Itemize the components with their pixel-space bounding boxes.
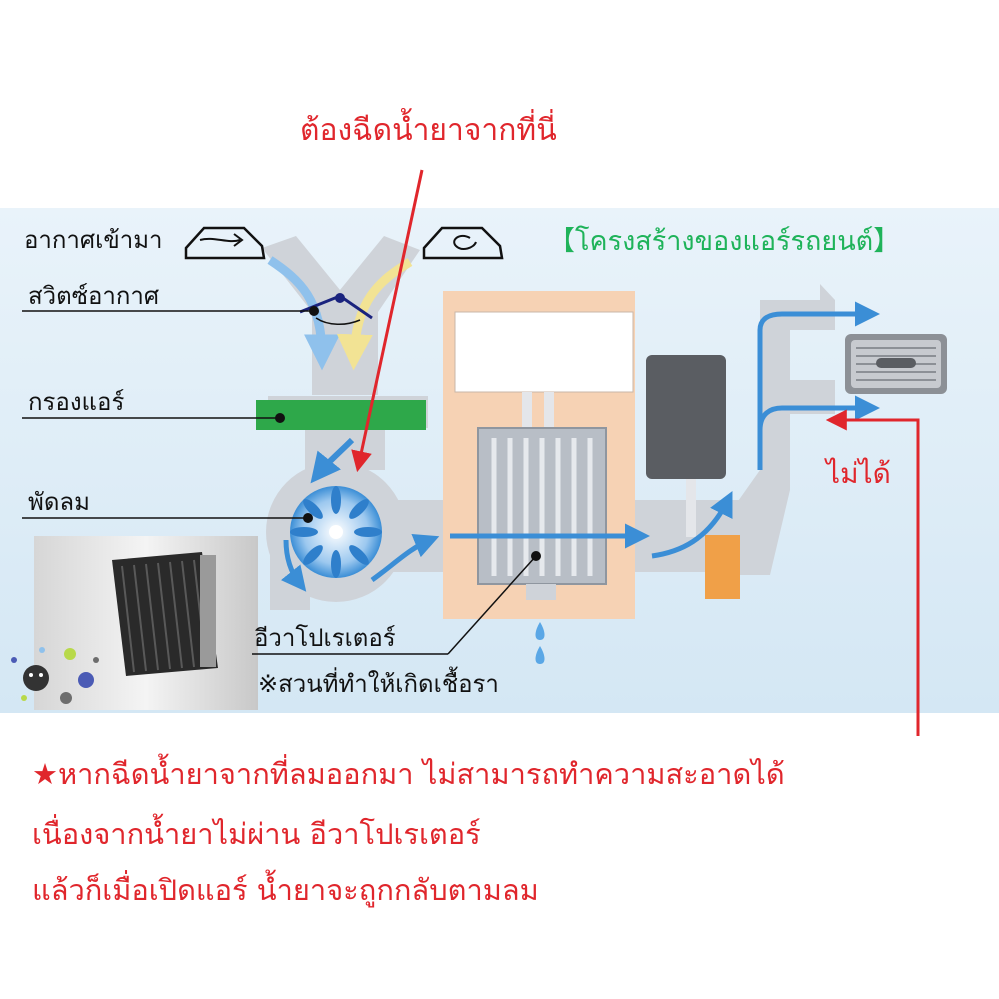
label-leader-lines — [22, 310, 537, 655]
fan-out-flow-arrow — [370, 533, 440, 583]
heater-core-box — [646, 355, 726, 479]
evaporator-label: อีวาโปเรเตอร์ — [254, 624, 396, 652]
germs-icon — [11, 647, 99, 704]
air-filter-block — [256, 400, 426, 430]
filter-callout-dot — [275, 413, 285, 423]
car-recirculation-icon — [422, 226, 504, 260]
fan-label: พัดลม — [28, 488, 90, 516]
air-filter-label: กรองแอร์ — [28, 388, 125, 416]
mold-note-label: ※สวนที่ทำให้เกิดเชื้อรา — [258, 670, 499, 698]
flow-to-fan-arrow — [310, 437, 355, 484]
water-drops — [535, 622, 545, 664]
inject-point-arrow — [351, 169, 424, 473]
cannot-label: ไม่ได้ — [826, 457, 891, 490]
evaporator-core — [477, 427, 607, 585]
heater-unit — [705, 535, 740, 599]
vent-grille-icon — [845, 334, 947, 394]
warning-line-1: ★หากฉีดน้ำยาจากที่ลมออกมา ไม่สามารถทำควา… — [32, 760, 785, 789]
upper-vent-arrow — [757, 301, 880, 470]
blend-flow-arrow — [651, 491, 733, 559]
outside-air-arrow — [267, 256, 340, 371]
car-outside-air-icon — [184, 226, 266, 260]
warning-line-2: เนื่องจากน้ำยาไม่ผ่าน อีวาโปเรเตอร์ — [32, 817, 481, 851]
fan-blower — [290, 486, 382, 578]
diagram-title: 【โครงสร้างของแอร์รถยนต์】 — [548, 226, 901, 257]
switch-callout-dot — [309, 306, 319, 316]
inject-here-heading: ต้องฉีดน้ำยาจากที่นี่ — [300, 113, 557, 148]
evaporator-photo-core — [112, 552, 218, 676]
evaporator-top-panel — [454, 311, 634, 393]
star-icon: ★ — [32, 757, 58, 791]
fan-left-flow-arrow — [280, 539, 307, 592]
air-switch-flap — [299, 293, 373, 325]
warning-line-1-text: หากฉีดน้ำยาจากที่ลมออกมา ไม่สามารถทำความ… — [58, 757, 785, 791]
air-switch-label: สวิตซ์อากาศ — [28, 282, 160, 310]
evaporator-callout-dot — [531, 551, 541, 561]
air-intake-label: อากาศเข้ามา — [24, 226, 163, 254]
lower-vent-arrow — [757, 395, 880, 431]
warning-line-3: แล้วก็เมื่อเปิดแอร์ น้ำยาจะถูกกลับตามลม — [32, 873, 539, 907]
vent-no-arrow — [825, 409, 920, 736]
fan-callout-dot — [303, 513, 313, 523]
